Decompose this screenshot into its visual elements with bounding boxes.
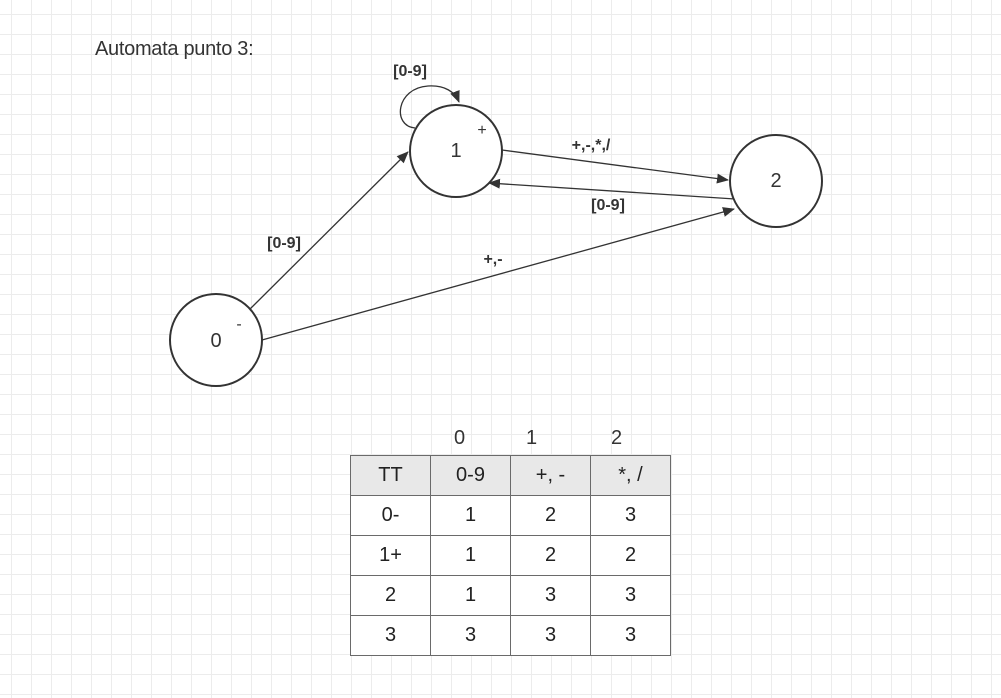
table-header-row: TT 0-9 +, - *, / [350,455,671,496]
table-cell: 3 [590,495,671,536]
header-cell: +, - [510,455,591,496]
column-index-1: 1 [526,427,538,449]
edge-label-0-to-1: [0-9] [267,235,301,252]
edge-0-to-1 [249,151,409,310]
edge-1-self-loop [399,85,460,129]
transition-table: TT 0-9 +, - *, / 0- 1 2 3 1+ 1 2 2 2 1 3… [350,455,671,656]
table-cell: 2 [510,495,591,536]
header-cell: TT [350,455,431,496]
edge-label-0-to-2: +,- [483,251,502,268]
edge-1-to-2 [501,149,729,184]
header-cell: 0-9 [430,455,511,496]
table-cell: 2 [590,535,671,576]
state-0-label: 0 [210,330,221,352]
table-cell: 3 [590,615,671,656]
edge-0-to-2 [261,207,735,341]
table-row: 2 1 3 3 [350,575,671,616]
state-2: 2 [729,134,823,228]
edge-label-2-to-1: [0-9] [591,197,625,214]
column-index-2: 2 [611,427,623,449]
state-1-label: 1 [450,140,461,162]
state-0: 0 - [169,293,263,387]
table-cell: 1 [430,535,511,576]
edge-2-to-1 [488,178,736,200]
table-cell: 1+ [350,535,431,576]
table-cell: 2 [350,575,431,616]
edge-label-1-to-2: +,-,*,/ [572,137,611,154]
table-cell: 3 [430,615,511,656]
state-1: 1 + [409,104,503,198]
table-row: 0- 1 2 3 [350,495,671,536]
edge-label-1-self-loop: [0-9] [393,63,427,80]
state-1-marker: + [477,122,486,139]
table-cell: 3 [510,615,591,656]
table-cell: 3 [510,575,591,616]
table-cell: 2 [510,535,591,576]
table-cell: 3 [350,615,431,656]
header-cell: *, / [590,455,671,496]
column-index-0: 0 [454,427,466,449]
state-0-marker: - [236,316,241,333]
table-row: 3 3 3 3 [350,615,671,656]
diagram-title: Automata punto 3: [95,38,254,60]
table-cell: 1 [430,495,511,536]
table-cell: 3 [590,575,671,616]
table-cell: 0- [350,495,431,536]
state-2-label: 2 [770,170,781,192]
table-cell: 1 [430,575,511,616]
table-row: 1+ 1 2 2 [350,535,671,576]
